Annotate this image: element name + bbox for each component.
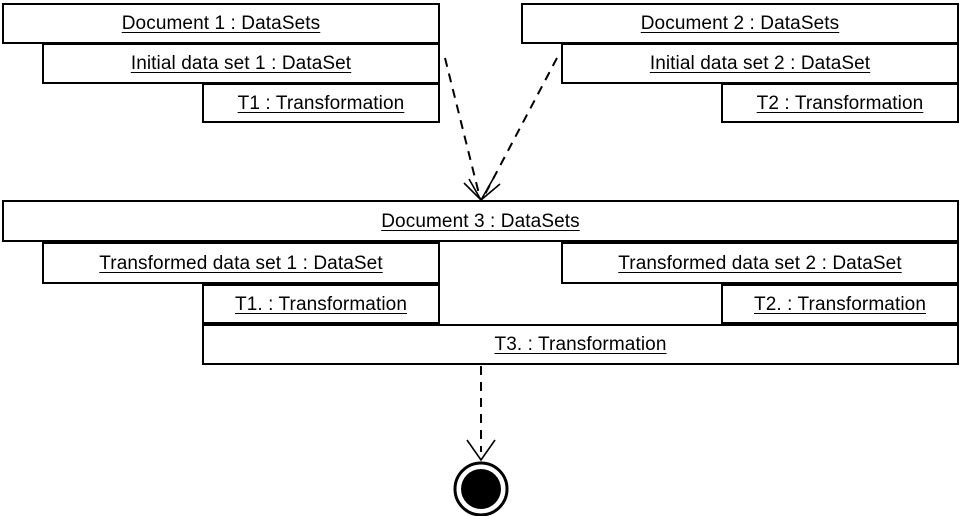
initial-data-set-1-label: Initial data set 1 : DataSet: [130, 53, 352, 74]
transformed-data-set-1-box[interactable]: Transformed data set 1 : DataSet: [42, 242, 440, 284]
t1-transformation-box[interactable]: T1 : Transformation: [202, 83, 440, 123]
flow-document-2-to-document-3-arrowhead: [468, 178, 501, 202]
final-state-outer-ring: [453, 461, 509, 516]
flow-document-1-to-document-3-line: [444, 57, 481, 199]
t2-dot-transformation-label: T2. : Transformation: [753, 293, 926, 315]
initial-data-set-2-label: Initial data set 2 : DataSet: [649, 53, 871, 74]
t2-dot-transformation-box[interactable]: T2. : Transformation: [721, 284, 959, 324]
t2-transformation-label: T2 : Transformation: [756, 92, 924, 114]
t1-dot-transformation-box[interactable]: T1. : Transformation: [202, 284, 440, 324]
transformed-data-set-2-box[interactable]: Transformed data set 2 : DataSet: [561, 242, 959, 284]
document-1-box[interactable]: Document 1 : DataSets: [2, 3, 440, 44]
document-3-label: Document 3 : DataSets: [381, 210, 580, 232]
t2-transformation-box[interactable]: T2 : Transformation: [721, 83, 959, 123]
final-state-node[interactable]: [453, 461, 509, 516]
document-2-label: Document 2 : DataSets: [640, 13, 840, 34]
t3-dot-transformation-box[interactable]: T3. : Transformation: [202, 324, 959, 365]
document-3-box[interactable]: Document 3 : DataSets: [2, 200, 959, 242]
document-1-label: Document 1 : DataSets: [121, 13, 321, 34]
flow-document-3-to-final-state-arrowhead: [466, 439, 496, 462]
t1-transformation-label: T1 : Transformation: [237, 92, 405, 114]
initial-data-set-1-box[interactable]: Initial data set 1 : DataSet: [42, 43, 440, 84]
flow-document-1-to-document-3-arrowhead: [463, 178, 494, 202]
transformed-data-set-1-label: Transformed data set 1 : DataSet: [99, 252, 383, 274]
document-2-box[interactable]: Document 2 : DataSets: [521, 3, 959, 44]
transformed-data-set-2-label: Transformed data set 2 : DataSet: [618, 252, 902, 274]
final-state-inner-disc: [461, 469, 501, 509]
t3-dot-transformation-label: T3. : Transformation: [494, 334, 667, 355]
initial-data-set-2-box[interactable]: Initial data set 2 : DataSet: [561, 43, 959, 84]
t1-dot-transformation-label: T1. : Transformation: [234, 293, 407, 315]
flow-document-2-to-document-3-line: [482, 57, 558, 199]
